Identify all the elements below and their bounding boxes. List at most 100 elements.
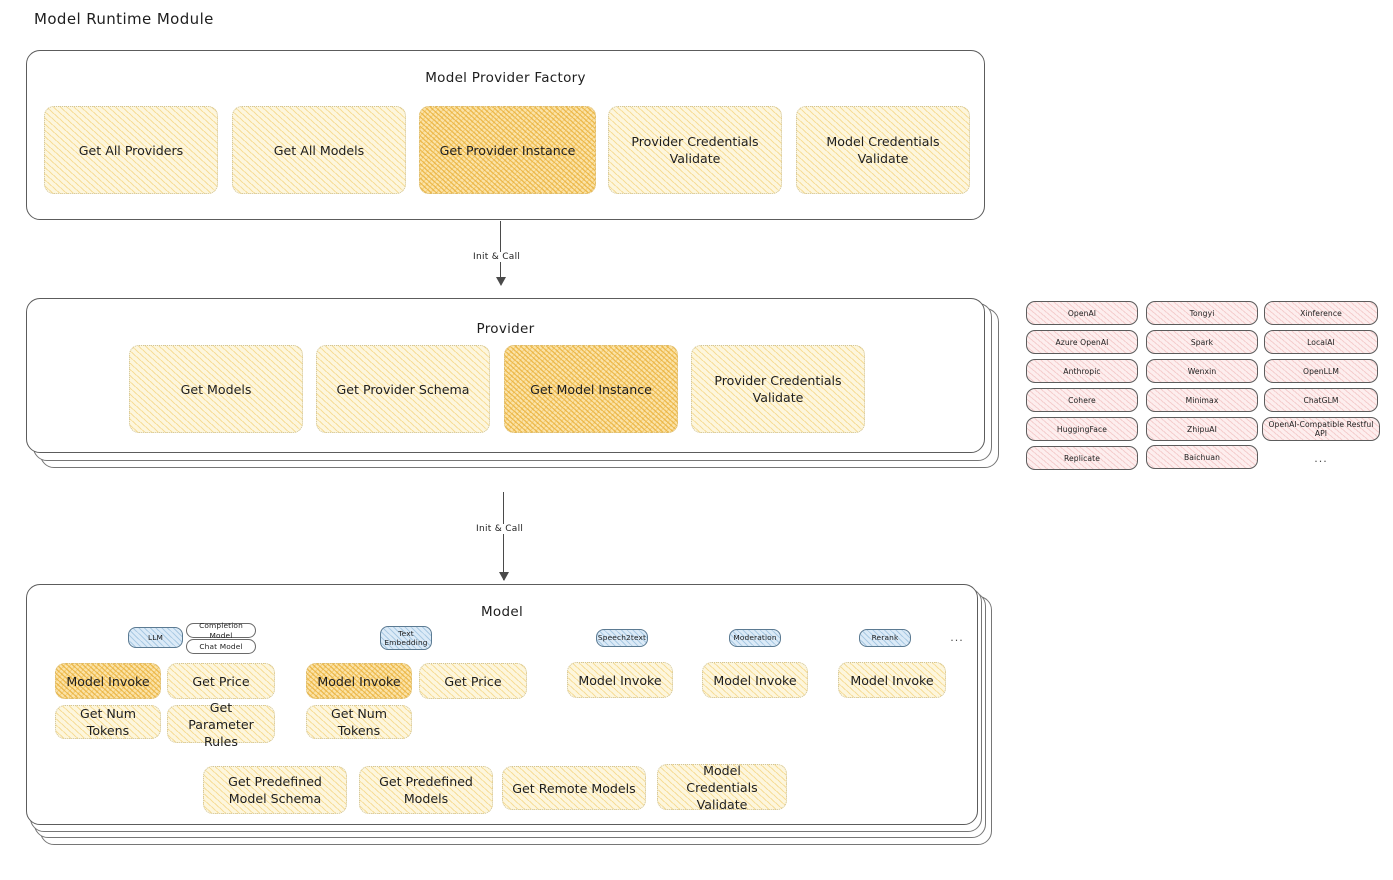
badge-rerank[interactable]: Rerank [859, 629, 911, 647]
node-label: Get Model Instance [530, 381, 652, 397]
node-text-embedding-get-price[interactable]: Get Price [419, 663, 527, 699]
provider-chip-spark[interactable]: Spark [1146, 330, 1258, 354]
node-get-models[interactable]: Get Models [129, 345, 303, 433]
node-label: Model Invoke [578, 672, 662, 688]
node-label: Get Models [180, 381, 252, 397]
node-label: Provider Credentials Validate [631, 134, 759, 166]
node-label: Model Invoke [713, 672, 797, 688]
arrow-provider-to-model-head [499, 572, 509, 581]
chip-label: Anthropic [1063, 366, 1101, 376]
provider-chip-openai[interactable]: OpenAI [1026, 301, 1138, 325]
node-label: Get Provider Schema [336, 381, 470, 397]
node-get-model-instance[interactable]: Get Model Instance [504, 345, 678, 433]
badge-llm[interactable]: LLM [128, 627, 183, 648]
provider-chip-replicate[interactable]: Replicate [1026, 446, 1138, 470]
provider-chip-zhipuai[interactable]: ZhipuAI [1146, 417, 1258, 441]
provider-chip-huggingface[interactable]: HuggingFace [1026, 417, 1138, 441]
node-label: Model Credentials Validate [826, 134, 940, 166]
provider-chip-cohere[interactable]: Cohere [1026, 388, 1138, 412]
badge-text-embedding[interactable]: Text Embedding [380, 626, 432, 650]
node-label: Get All Providers [78, 142, 184, 158]
node-moderation-model-invoke[interactable]: Model Invoke [702, 662, 808, 698]
node-label: Get Predefined Models [379, 774, 473, 806]
badge-label: Speech2text [597, 633, 647, 643]
chip-label: Baichuan [1183, 452, 1221, 462]
provider-chip-openai-compatible-restful-api[interactable]: OpenAI-Compatible Restful API [1262, 417, 1380, 441]
provider-chip-chatglm[interactable]: ChatGLM [1264, 388, 1378, 412]
node-text-embedding-model-invoke[interactable]: Model Invoke [306, 663, 412, 699]
chip-label: OpenAI-Compatible Restful API [1268, 420, 1374, 438]
badge-label: LLM [147, 632, 164, 642]
provider-chip-minimax[interactable]: Minimax [1146, 388, 1258, 412]
node-get-all-providers[interactable]: Get All Providers [44, 106, 218, 194]
node-label: Get Num Tokens [79, 706, 137, 738]
arrow-label-init-and-call-1: Init & Call [470, 252, 524, 262]
provider-chip-xinference[interactable]: Xinference [1264, 301, 1378, 325]
badge-moderation[interactable]: Moderation [729, 629, 781, 647]
node-llm-get-parameter-rules[interactable]: Get Parameter Rules [167, 700, 275, 749]
chip-label: LocalAI [1307, 337, 1335, 347]
node-get-provider-instance[interactable]: Get Provider Instance [419, 106, 596, 194]
badge-chat-model[interactable]: Chat Model [186, 639, 256, 654]
node-llm-get-price[interactable]: Get Price [167, 663, 275, 699]
node-label: Get Price [444, 673, 502, 689]
node-text-embedding-get-num-tokens[interactable]: Get Num Tokens [306, 705, 412, 739]
node-get-provider-schema[interactable]: Get Provider Schema [316, 345, 490, 433]
model-provider-factory-title: Model Provider Factory [425, 70, 586, 86]
node-label: Model Invoke [317, 673, 401, 689]
node-label: Get Price [192, 673, 250, 689]
chip-label: ZhipuAI [1187, 424, 1217, 434]
chip-label: ChatGLM [1303, 395, 1339, 405]
node-label: Get Provider Instance [439, 142, 576, 158]
provider-chip-baichuan[interactable]: Baichuan [1146, 445, 1258, 469]
node-provider-credentials-validate[interactable]: Provider Credentials Validate [608, 106, 782, 194]
chip-label: OpenLLM [1303, 366, 1339, 376]
chip-label: HuggingFace [1056, 424, 1108, 434]
node-label: Get All Models [273, 142, 365, 158]
node-label: Get Remote Models [512, 780, 636, 796]
node-model-credentials-validate[interactable]: Model Credentials Validate [796, 106, 970, 194]
badge-completion-model[interactable]: Completion Model [186, 621, 256, 640]
node-get-predefined-models[interactable]: Get Predefined Models [359, 766, 493, 814]
badge-speech2text[interactable]: Speech2text [596, 629, 648, 647]
arrow-label-init-and-call-2: Init & Call [473, 524, 527, 534]
node-model-credentials-validate-2[interactable]: Model Credentials Validate [657, 763, 787, 812]
node-label: Model Invoke [850, 672, 934, 688]
badge-label: Completion Model [199, 621, 243, 640]
badge-label: Text Embedding [384, 628, 428, 647]
chip-label: Tongyi [1189, 308, 1215, 318]
badge-label: Chat Model [199, 641, 243, 651]
chip-label: Spark [1190, 337, 1214, 347]
badge-label: Moderation [733, 633, 777, 643]
node-label: Get Predefined Model Schema [228, 774, 322, 806]
node-rerank-model-invoke[interactable]: Model Invoke [838, 662, 946, 698]
model-badges-ellipsis: ... [950, 631, 964, 644]
node-get-all-models[interactable]: Get All Models [232, 106, 406, 194]
arrow-factory-to-provider-head [496, 277, 506, 286]
node-label: Get Num Tokens [330, 706, 388, 738]
node-llm-get-num-tokens[interactable]: Get Num Tokens [55, 705, 161, 739]
chip-label: Azure OpenAI [1055, 337, 1109, 347]
node-provider-credentials-validate-2[interactable]: Provider Credentials Validate [691, 345, 865, 433]
node-get-remote-models[interactable]: Get Remote Models [502, 766, 646, 810]
chip-label: Xinference [1300, 308, 1342, 318]
provider-chip-wenxin[interactable]: Wenxin [1146, 359, 1258, 383]
provider-chip-localai[interactable]: LocalAI [1264, 330, 1378, 354]
chip-label: Wenxin [1187, 366, 1217, 376]
node-label: Model Invoke [66, 673, 150, 689]
arrow-provider-to-model-line [503, 492, 505, 580]
chip-label: Cohere [1068, 395, 1096, 405]
provider-chip-openllm[interactable]: OpenLLM [1264, 359, 1378, 383]
provider-chip-azure-openai[interactable]: Azure OpenAI [1026, 330, 1138, 354]
provider-chip-anthropic[interactable]: Anthropic [1026, 359, 1138, 383]
node-speech2text-model-invoke[interactable]: Model Invoke [567, 662, 673, 698]
chip-label: OpenAI [1067, 308, 1097, 318]
provider-chip-tongyi[interactable]: Tongyi [1146, 301, 1258, 325]
chip-label: Minimax [1185, 395, 1219, 405]
provider-title: Provider [476, 321, 535, 337]
page-title: Model Runtime Module [34, 10, 214, 28]
node-label: Get Parameter Rules [188, 699, 254, 749]
node-get-predefined-model-schema[interactable]: Get Predefined Model Schema [203, 766, 347, 814]
node-llm-model-invoke[interactable]: Model Invoke [55, 663, 161, 699]
